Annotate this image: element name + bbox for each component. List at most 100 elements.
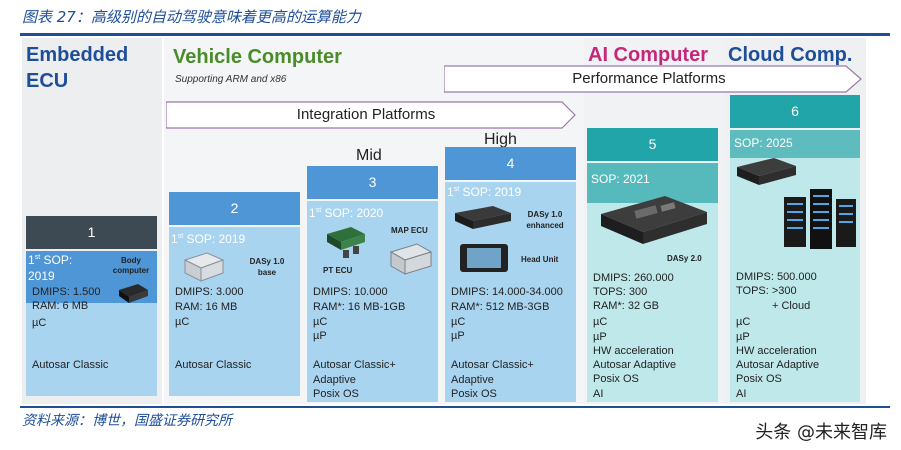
column-5-spec-6: Autosar Adaptive [593, 359, 677, 371]
column-4-software-2: Posix OS [451, 388, 497, 400]
column-3-product-a: MAP ECU [391, 226, 428, 235]
column-3-header: 3 [307, 166, 438, 199]
column-4-header: 4 [445, 147, 576, 180]
column-5-sop: SOP: 2021 [591, 172, 650, 186]
column-5-spec-2: RAM*: 32 GB [593, 300, 660, 312]
bottom-rule [20, 406, 890, 408]
column-4-spec-3: µP [451, 330, 465, 342]
column-6-teal [730, 130, 860, 158]
column-5-spec-5: HW acceleration [593, 345, 674, 357]
category-ai-computer: AI Computer [588, 44, 708, 66]
column-5-number: 5 [648, 136, 657, 152]
column-2-spec-0: DMIPS: 3.000 [175, 286, 244, 298]
column-1-spec-1: RAM: 6 MB [32, 300, 89, 312]
column-6-number: 6 [791, 103, 799, 119]
head-unit-icon [460, 244, 508, 272]
column-1: 1 1st SOP: 2019 Body computer DMIPS: 1.5… [26, 216, 157, 396]
column-4-software-1: Adaptive [451, 374, 494, 386]
column-5-teal [587, 163, 718, 203]
column-5-spec-1: TOPS: 300 [593, 286, 648, 298]
column-4-spec-0: DMIPS: 14.000-34.000 [451, 286, 563, 298]
level-mid: Mid [356, 147, 382, 164]
top-rule [20, 33, 890, 36]
column-3-number: 3 [368, 174, 377, 190]
column-5: 5 SOP: 2021 DASy 2.0 DMIPS: 260.000 TOPS… [587, 128, 718, 402]
integration-arrow-label: Integration Platforms [296, 106, 436, 123]
dasy-enhanced-icon [455, 206, 511, 229]
column-4: 4 1st SOP: 2019 DASy 1.0 enhanced Head U… [445, 147, 576, 402]
integration-arrow [166, 101, 576, 129]
column-1-header: 1 [26, 216, 157, 249]
watermark: 头条 @未来智库 [755, 422, 887, 443]
column-2-body [169, 227, 300, 396]
ai-computer-icon [737, 158, 796, 185]
category-embedded-ecu: Embedded ECU [26, 44, 129, 92]
column-2-software-0: Autosar Classic [175, 359, 252, 371]
column-6-header: 6 [730, 95, 860, 128]
column-3: 3 1st SOP: 2020 MAP ECU PT ECU DMIPS: 10… [307, 166, 438, 402]
column-3-software-2: Posix OS [313, 388, 359, 400]
dasy-base-icon [183, 252, 225, 282]
column-2-spec-2: µC [175, 316, 190, 328]
column-1-sop-year: 2019 [28, 269, 55, 283]
column-6-sop: SOP: 2025 [734, 136, 793, 150]
column-2-sop: 1st SOP: 2019 [171, 232, 246, 246]
column-6-spec-0: DMIPS: 500.000 [736, 271, 817, 283]
column-1-software-0: Autosar Classic [32, 359, 109, 371]
column-6: 6 SOP: 2025 DMIPS: 500.000 TOPS: >300 + … [730, 95, 860, 402]
column-6-spec-2: + Cloud [772, 300, 811, 312]
column-6-spec-5: HW acceleration [736, 345, 817, 357]
column-3-spec-0: DMIPS: 10.000 [313, 286, 388, 298]
category-cloud: Cloud Comp. [728, 44, 853, 66]
performance-arrow [444, 65, 862, 93]
level-high: High [484, 131, 517, 148]
column-2-header: 2 [169, 192, 300, 225]
column-1-product: Body computer [112, 256, 150, 275]
column-3-spec-1: RAM*: 16 MB-1GB [313, 301, 406, 313]
column-4-software-0: Autosar Classic+ [451, 359, 534, 371]
column-5-spec-7: Posix OS [593, 373, 639, 385]
column-2-spec-1: RAM: 16 MB [175, 301, 238, 313]
column-3-spec-2: µC [313, 316, 328, 328]
column-5-spec-3: µC [593, 316, 608, 328]
category-vehicle-computer: Vehicle Computer [173, 46, 342, 68]
column-5-spec-0: DMIPS: 260.000 [593, 272, 674, 284]
column-1-spec-0: DMIPS: 1.500 [32, 286, 101, 298]
column-1-sop: 1st SOP: [28, 253, 73, 267]
figure-title: 图表 27：高级别的自动驾驶意味着更高的运算能力 [22, 8, 361, 26]
column-6-spec-4: µP [736, 331, 750, 343]
column-6-spec-1: TOPS: >300 [736, 285, 797, 297]
dasy-2-icon [601, 196, 707, 244]
column-4-sop: 1st SOP: 2019 [447, 185, 522, 199]
column-2: 2 1st SOP: 2019 DASy 1.0 base DMIPS: 3.0… [169, 192, 300, 396]
column-4-spec-2: µC [451, 316, 466, 328]
column-2-product: DASy 1.0 base [249, 257, 285, 277]
column-3-spec-3: µP [313, 330, 327, 342]
column-4-product-b: Head Unit [521, 255, 559, 264]
column-1-spec-2: µC [32, 317, 47, 329]
column-2-number: 2 [230, 200, 239, 216]
column-4-spec-1: RAM*: 512 MB-3GB [451, 301, 550, 313]
column-4-product-a: DASy 1.0 enhanced [526, 210, 564, 230]
column-1-body [26, 303, 157, 396]
column-6-spec-8: AI [736, 388, 747, 400]
column-4-number: 4 [506, 155, 515, 171]
column-5-product: DASy 2.0 [667, 254, 702, 263]
map-ecu-icon [389, 243, 433, 275]
source-note: 资料来源：博世，国盛证券研究所 [22, 413, 232, 429]
column-1-number: 1 [87, 224, 96, 240]
column-5-header: 5 [587, 128, 718, 161]
category-vehicle-subtitle: Supporting ARM and x86 [175, 74, 287, 85]
column-6-spec-6: Autosar Adaptive [736, 359, 820, 371]
column-6-spec-3: µC [736, 316, 751, 328]
body-computer-icon [119, 284, 148, 303]
column-5-spec-4: µP [593, 331, 607, 343]
column-5-spec-8: AI [593, 388, 604, 400]
server-rack-icon [784, 189, 856, 249]
column-6-spec-7: Posix OS [736, 373, 782, 385]
column-3-software-1: Adaptive [313, 374, 356, 386]
column-3-sop: 1st SOP: 2020 [309, 206, 384, 220]
column-3-software-0: Autosar Classic+ [313, 359, 396, 371]
pt-ecu-icon [327, 227, 365, 258]
column-3-product-b: PT ECU [323, 266, 353, 275]
